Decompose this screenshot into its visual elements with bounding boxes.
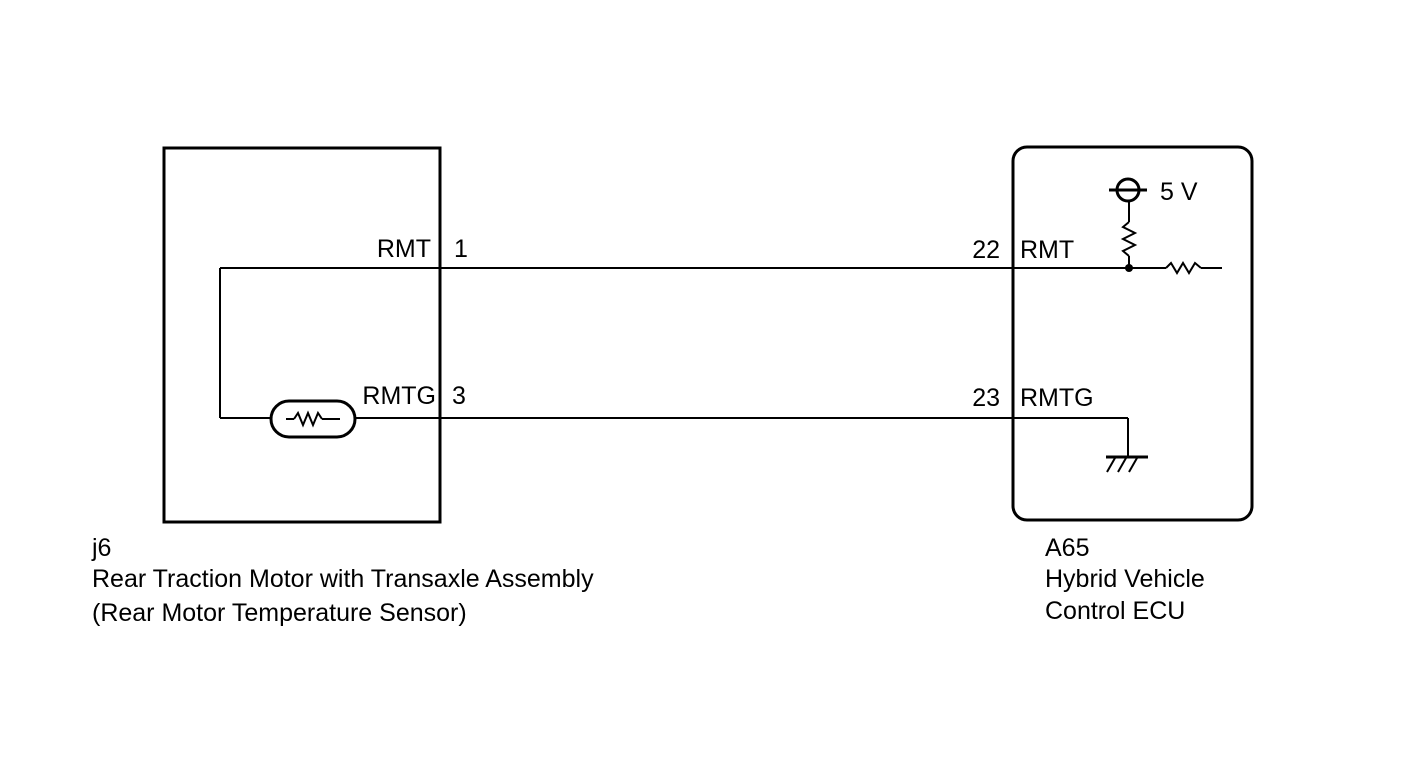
left-component-detail: (Rear Motor Temperature Sensor) (92, 599, 467, 627)
hybrid-control-ecu-box (1011, 145, 1254, 522)
pin-number-22: 22 (972, 236, 1000, 264)
pin-signal-rmt-left: RMT (377, 235, 431, 263)
pin-signal-rmtg-right: RMTG (1020, 384, 1094, 412)
left-component-code: j6 (91, 534, 111, 562)
right-component-code: A65 (1045, 534, 1089, 562)
resistor-icon (1160, 260, 1207, 276)
pin-number-23: 23 (972, 384, 1000, 412)
supply-voltage-label: 5 V (1160, 178, 1198, 206)
pin-number-1: 1 (454, 235, 468, 263)
right-component-name-line2: Control ECU (1045, 597, 1185, 625)
pin-number-3: 3 (452, 382, 466, 410)
voltage-source-icon (1109, 177, 1147, 203)
pin-signal-rmtg-left: RMTG (362, 382, 436, 410)
thermistor-icon (269, 399, 357, 439)
right-component-name-line1: Hybrid Vehicle (1045, 565, 1205, 593)
rear-traction-motor-box (162, 146, 442, 524)
ground-icon (1106, 455, 1148, 473)
pin-signal-rmt-right: RMT (1020, 236, 1074, 264)
left-component-name: Rear Traction Motor with Transaxle Assem… (92, 565, 594, 593)
junction-dot (1125, 264, 1133, 272)
resistor-icon (1120, 201, 1138, 268)
